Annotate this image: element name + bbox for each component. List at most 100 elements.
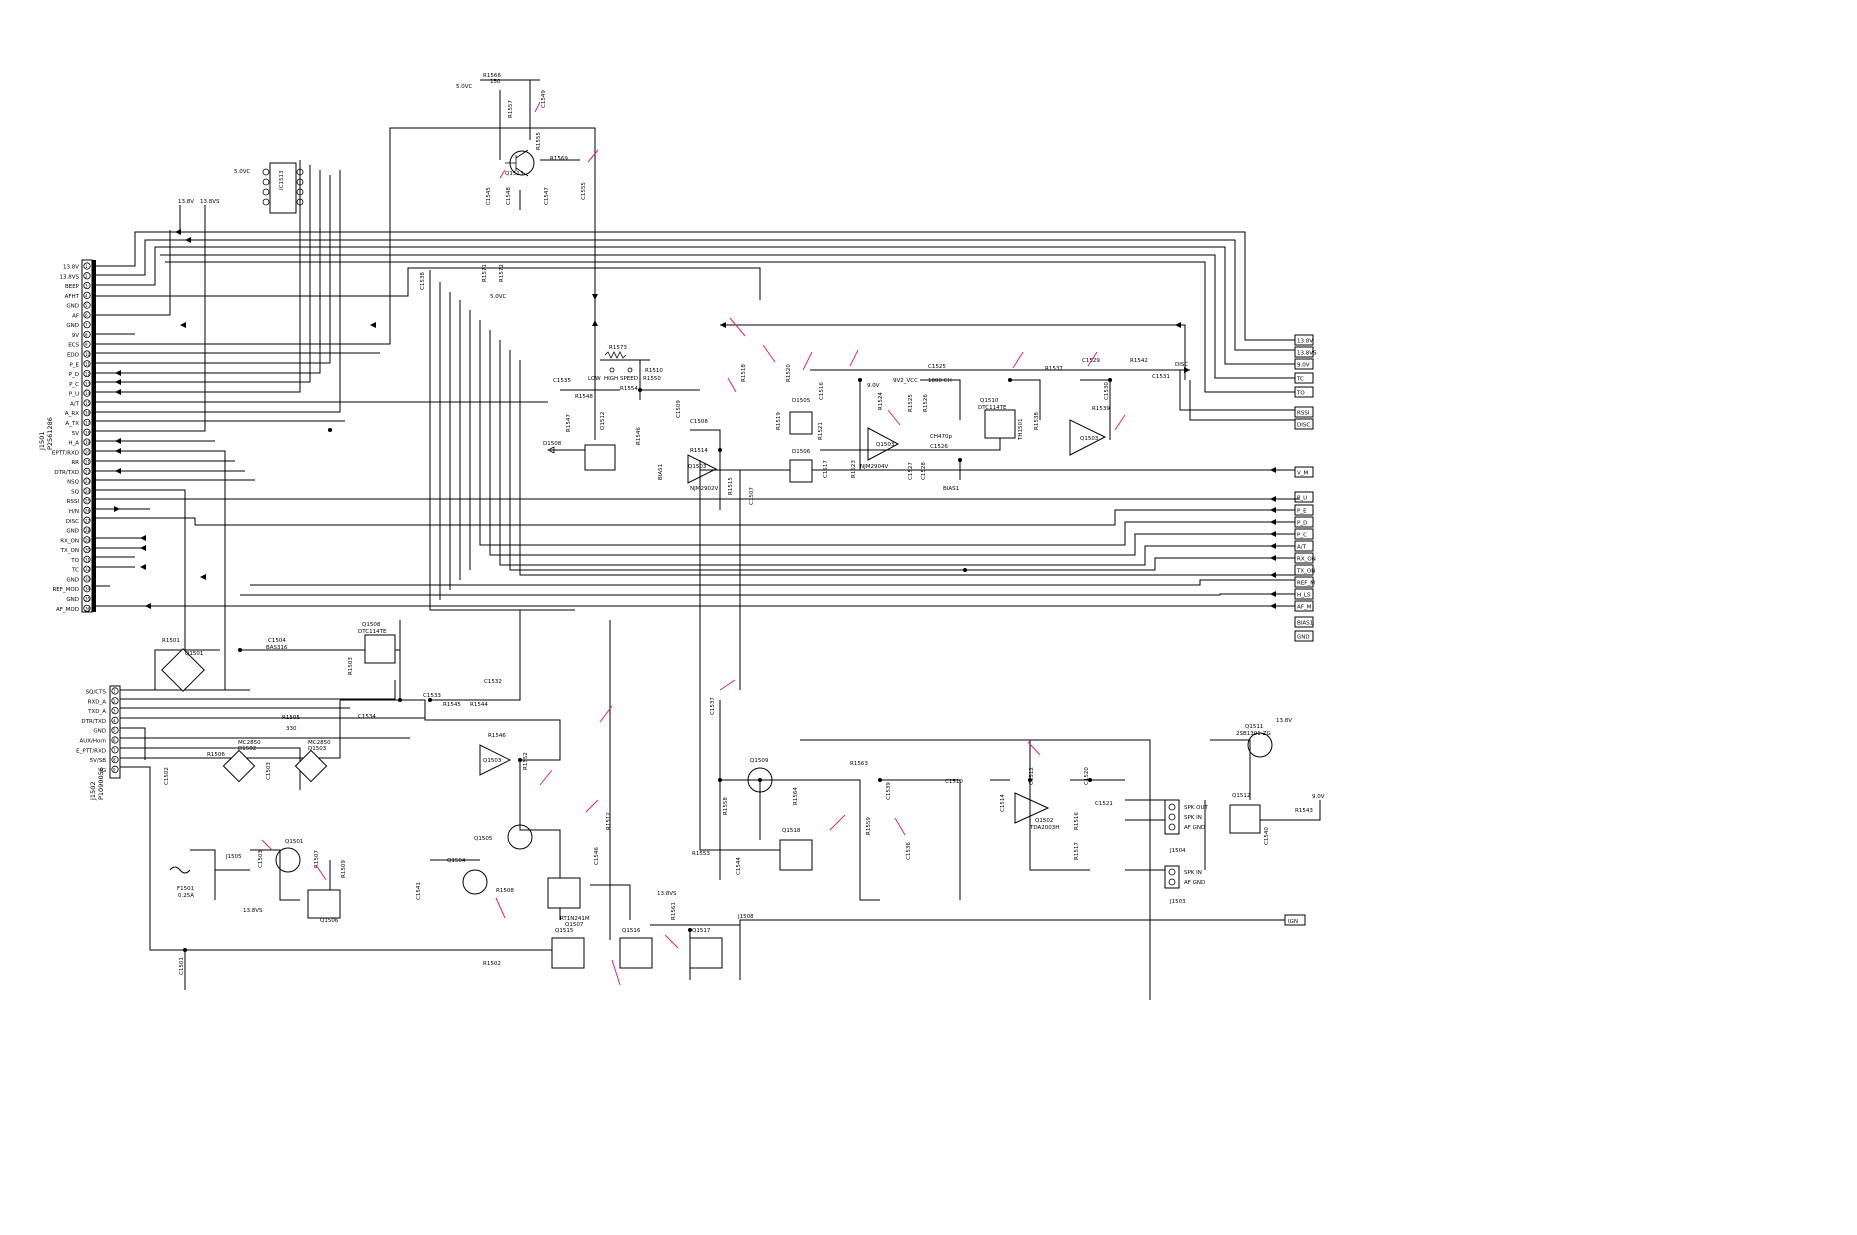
j1504-spk-out: SPK OUT	[1184, 805, 1209, 811]
right-port-label: DISC	[1297, 423, 1310, 429]
connector-j1502: J1502 P1090056 1SQ/CTS2RXD_A3TXD_A4DTR/T…	[76, 685, 121, 801]
opamp-q1503-d: Q1503	[479, 744, 512, 776]
j1501-pin	[83, 467, 91, 475]
j1502-pin	[111, 687, 119, 695]
q1513-transistor: Q1513	[505, 149, 535, 177]
j1501-pin-number: 6	[85, 313, 88, 318]
r1507-label: R1507	[314, 850, 320, 868]
j1502-ref: J1502	[89, 782, 97, 801]
c1520-label: C1520	[1084, 767, 1090, 785]
c1521-label: C1521	[1095, 801, 1113, 807]
q1512-mid: Q1512	[584, 412, 616, 471]
fuse-f1501: F1501 0.25A	[169, 866, 194, 899]
j1501-pin-number: 25	[85, 499, 91, 504]
q1515-transistor: Q1515	[551, 928, 585, 969]
right-port-label: RSSI	[1297, 411, 1310, 417]
j1501-pin-number: 30	[85, 548, 91, 553]
j1502-pin-label: RXD_A	[88, 699, 107, 705]
r1542-label: R1542	[1130, 358, 1148, 364]
disc-label: DISC	[1175, 362, 1188, 368]
j1501-pin	[83, 477, 91, 485]
q1506-label: Q1506	[320, 918, 339, 924]
j1501-pin-label: TO	[70, 558, 79, 564]
j1501-pin-label: GND	[66, 323, 79, 329]
c1501-label: C1501	[179, 957, 185, 975]
d1503-bridge: D1503 MC2850	[294, 740, 331, 783]
c1517-label: C1517	[823, 460, 829, 478]
j1501-pin-list: 113.8V213.8VS3BEEP4AFHT5GND6AF7GND89V9EC…	[52, 262, 91, 613]
j1505-label: J1505	[225, 854, 242, 860]
c1525-value: 1800 CH	[928, 378, 952, 384]
r1559-label: R1559	[866, 817, 872, 835]
j1501-pin-number: 28	[85, 528, 91, 533]
j1501-pin	[83, 536, 91, 544]
speed-high: HIGH	[604, 376, 618, 382]
j1501-pin-number: 31	[85, 557, 91, 562]
j1501-pin-label: A_RX	[65, 411, 79, 417]
c1509-label: C1509	[676, 400, 682, 418]
j1501-pin-number: 16	[85, 411, 91, 416]
j1501-pin-label: H_A	[68, 441, 79, 447]
opamp-q1503-c: Q1503	[1069, 419, 1107, 456]
label-9v-c: 9.0V	[867, 383, 880, 389]
c1544-label: C1544	[736, 857, 742, 875]
r1569-label: R1569	[550, 156, 568, 162]
r1545-label: R1545	[443, 702, 461, 708]
right-port-label: V_M	[1297, 471, 1309, 477]
ic1513: IC1513 5.0VC	[234, 162, 304, 214]
d1504-label: BAS316	[266, 645, 288, 651]
j1501-pin	[83, 487, 91, 495]
j1501-pin-label: GND	[66, 577, 79, 583]
c1525-label: C1525	[928, 364, 946, 370]
j1502-pin	[111, 736, 119, 744]
j1503-spk-in: SPK IN	[1184, 870, 1202, 876]
j1502-pin-label: TXD_A	[87, 709, 106, 715]
q1503b-label: Q1503	[876, 442, 895, 448]
j1501-pin-label: AF	[72, 313, 79, 319]
q1512-label: Q1512	[600, 412, 606, 430]
c1549-label: C1549	[541, 90, 547, 108]
right-port-box	[1294, 418, 1314, 430]
r1538-label: R1538	[1034, 412, 1040, 430]
r1515-label: R1515	[728, 477, 734, 495]
right-port-label: H_LS	[1297, 593, 1311, 599]
q1515-label: Q1515	[555, 928, 574, 934]
c1530-label: C1530	[1104, 382, 1110, 400]
q1503d-label: Q1503	[483, 758, 502, 764]
j1501-pin-label: EDO	[67, 353, 80, 359]
j1501-pin-label: A/T	[70, 401, 80, 407]
j1501-pin	[83, 497, 91, 505]
q1507-label: Q1507	[565, 922, 584, 928]
th1501-label: TH1501	[1018, 419, 1024, 442]
j1501-pin-label: REF_MOD	[52, 587, 79, 593]
j1502-pin-number: 7	[113, 748, 116, 753]
j1501-pin	[83, 389, 91, 397]
r1505-value: 330	[286, 726, 297, 732]
j1501-pin	[83, 369, 91, 378]
j1501-pin	[83, 301, 91, 309]
q1517-transistor: Q1517	[689, 928, 723, 969]
c1540-label: C1540	[1264, 827, 1270, 845]
r1524-label: R1524	[878, 392, 884, 410]
j1501-pin-label: 5V	[72, 431, 79, 437]
diode-d1505: D1505	[789, 398, 813, 435]
red-annotation-marks	[261, 101, 1126, 986]
q1501-label: Q1501	[185, 651, 203, 657]
j1501-pin-number: 20	[85, 450, 91, 455]
j1504-spk-in: SPK IN	[1184, 815, 1202, 821]
right-port-box	[1294, 616, 1314, 628]
j1501-pin-label: SQ	[71, 489, 79, 495]
j1501-pin-label: P_C	[69, 382, 79, 388]
j1501-pin	[83, 526, 91, 534]
q1512-transistor: Q1512	[1229, 793, 1261, 834]
j1501-pin	[83, 555, 91, 564]
r1558-label: R1558	[723, 797, 729, 815]
j1501-pin-label: EPTT/RXD	[52, 450, 79, 456]
j1501-pin-number: 36	[85, 606, 91, 611]
q1504-transistor: Q1504	[447, 858, 488, 895]
j1501-pin	[83, 604, 91, 612]
r1566-label: R1566	[483, 73, 501, 79]
label-9v2-vcc: 9V2_VCC	[893, 378, 918, 384]
connector-j1504: SPK OUT SPK IN AF GND J1504	[1164, 799, 1209, 854]
label-9v-b: 9.0V	[1312, 794, 1325, 800]
